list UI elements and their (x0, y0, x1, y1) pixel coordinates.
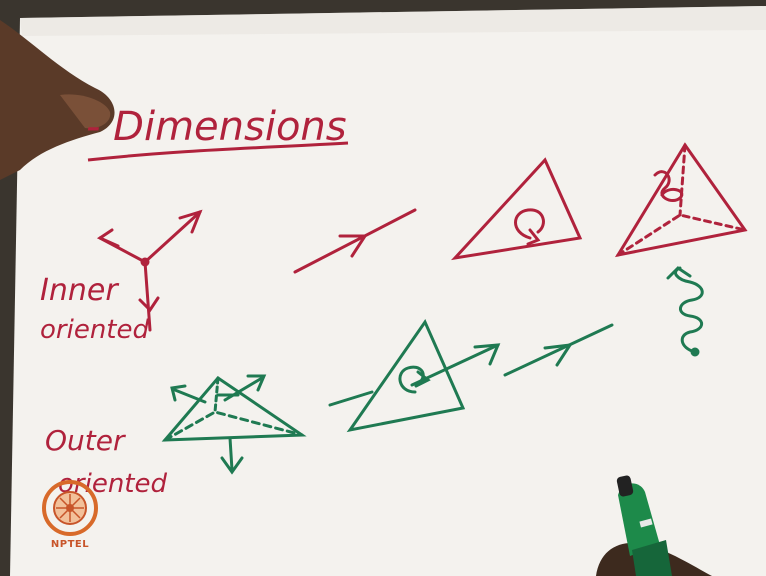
outer-triangle-figure (328, 318, 501, 433)
hand-left (0, 20, 115, 180)
title-text: - Dimensions (86, 104, 347, 150)
inner-point-figure (96, 209, 203, 332)
inner-tetrahedron-figure (614, 142, 748, 258)
hand-with-marker (596, 475, 712, 576)
outer-line-figure (503, 323, 614, 377)
nptel-logo-text: NPTEL (50, 539, 90, 550)
nptel-logo (42, 480, 98, 536)
paper-sheet (10, 6, 766, 576)
title-underline (87, 141, 349, 162)
inner-triangle-figure (450, 157, 583, 261)
outer-label-line1: Outer (45, 424, 126, 457)
outer-spiral-figure (666, 266, 704, 357)
outer-tetrahedron-figure (161, 374, 307, 475)
inner-label-line2: oriented (40, 315, 149, 345)
inner-label-line1: Inner (40, 273, 119, 308)
inner-line-figure (293, 208, 417, 274)
